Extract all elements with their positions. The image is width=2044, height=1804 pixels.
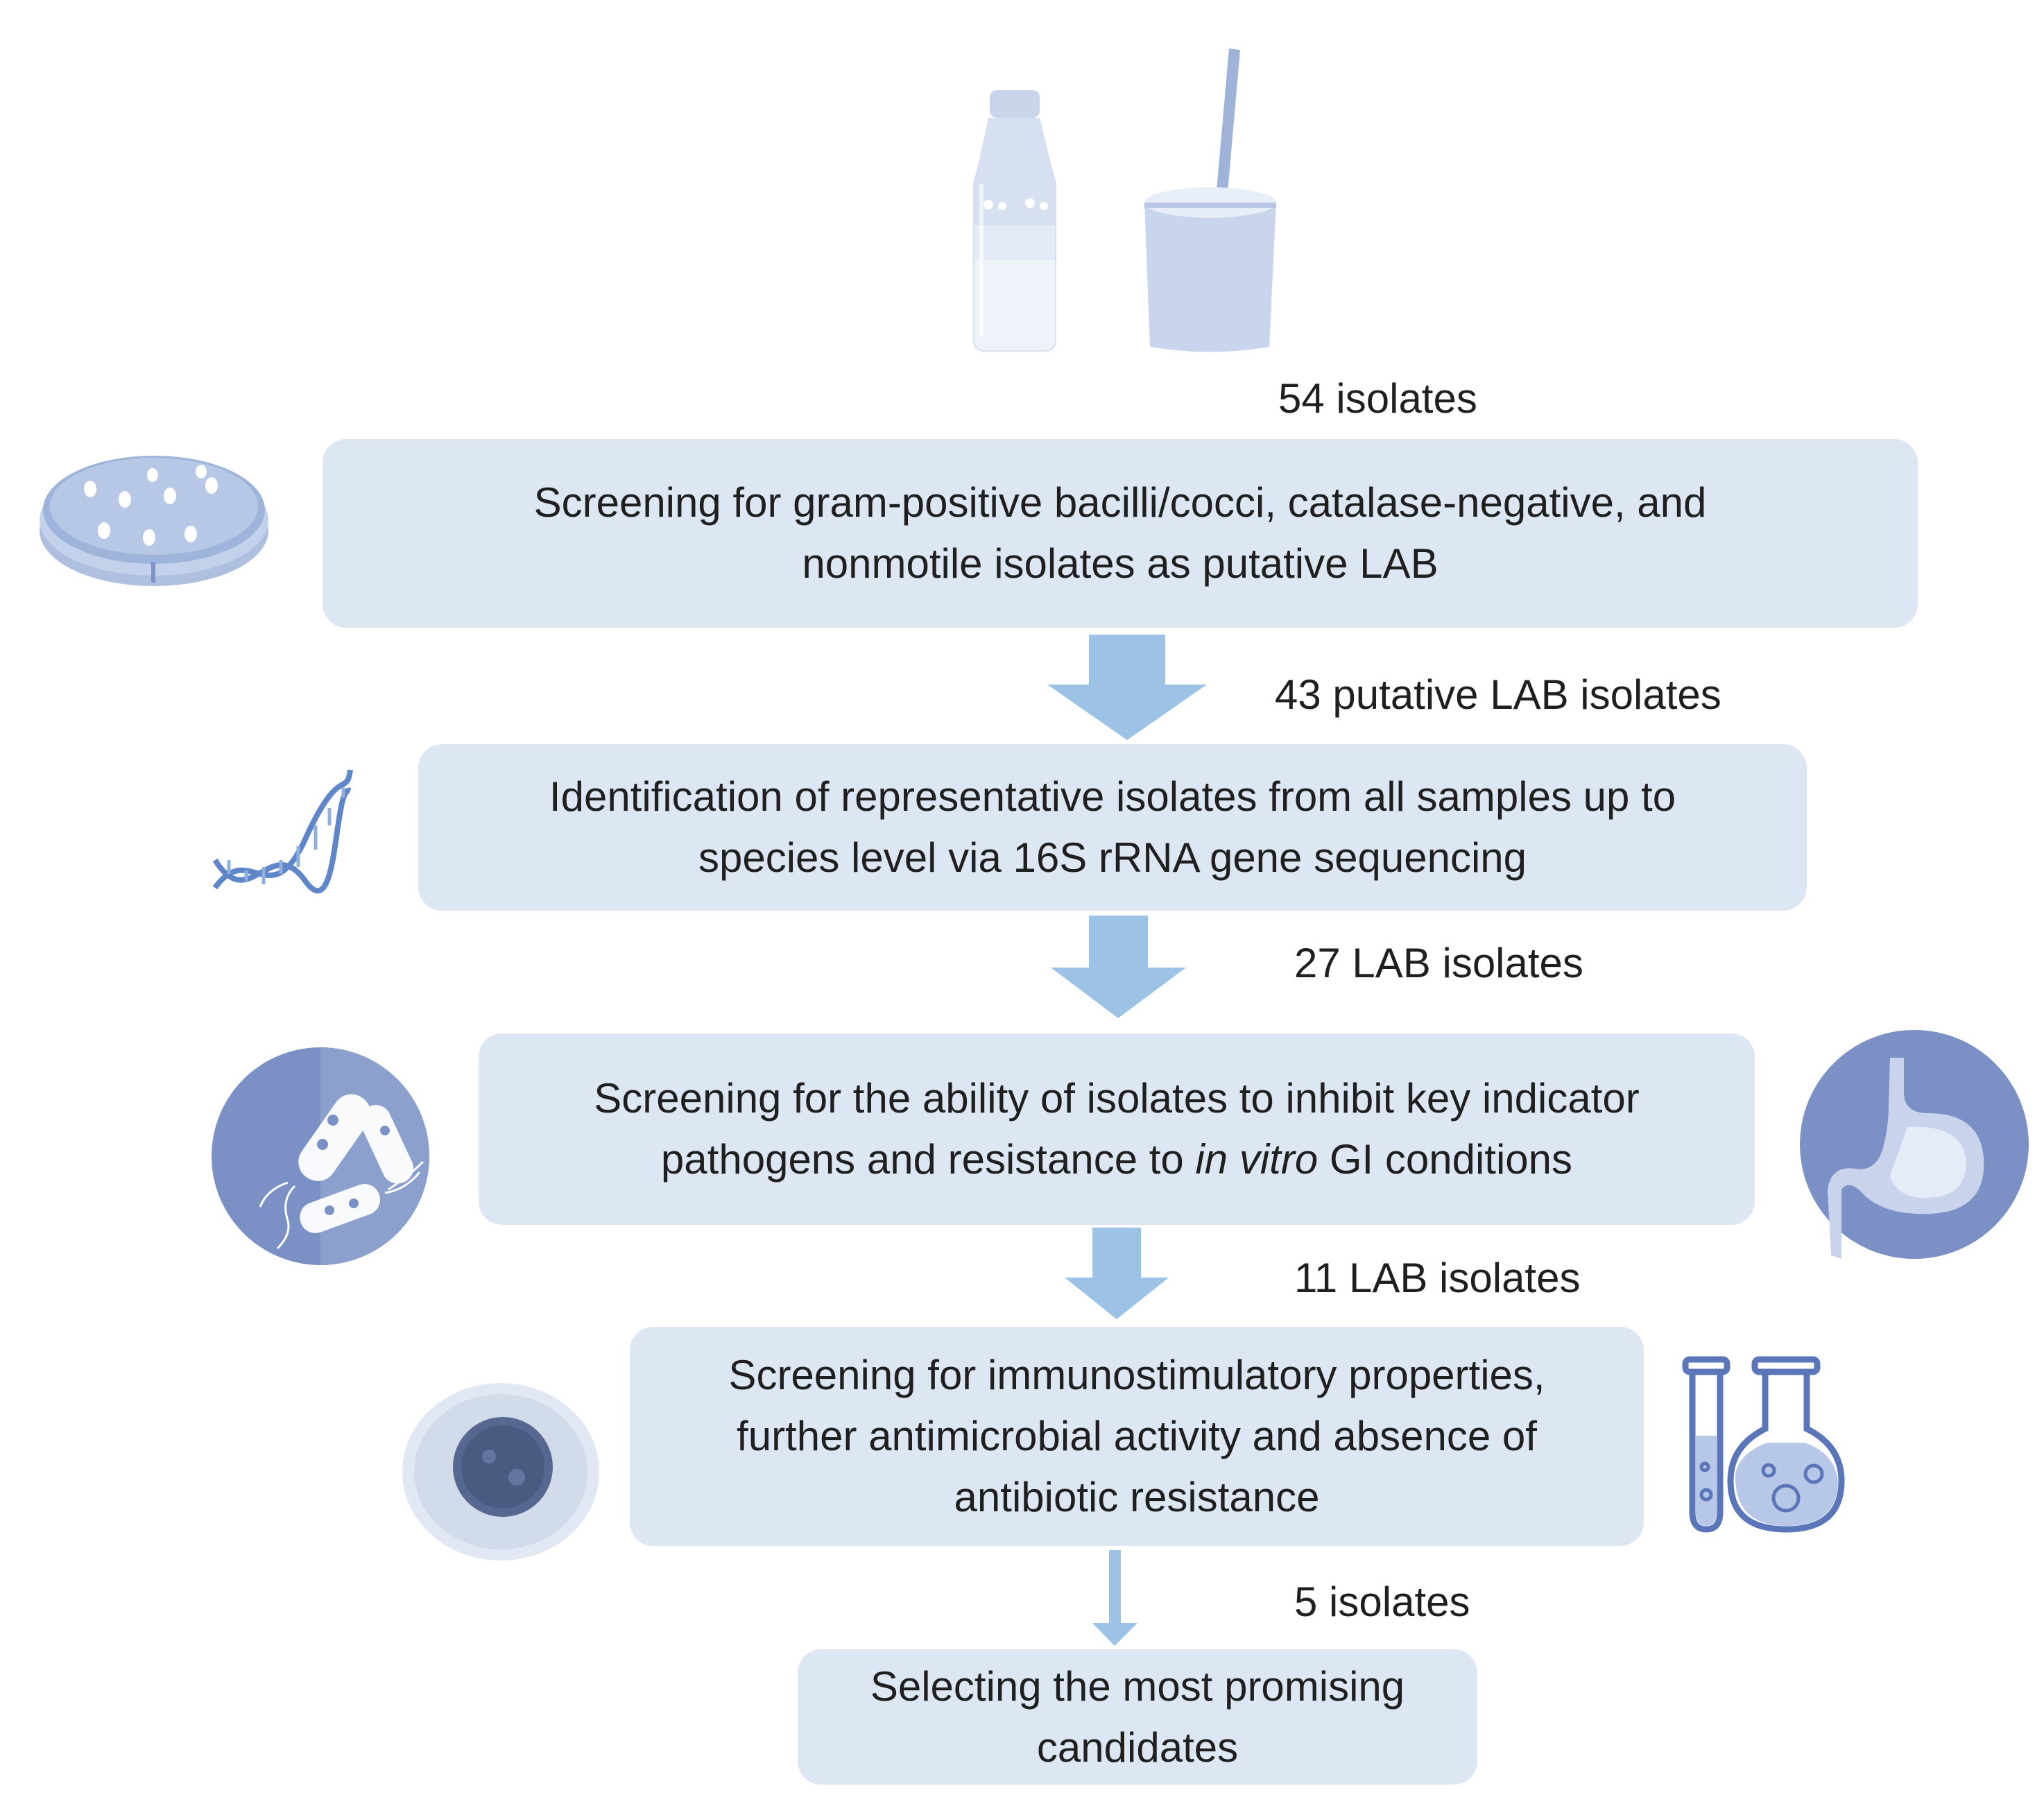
arrow-down-4	[1092, 1550, 1137, 1646]
step-4-line-1: Screening for immunostimulatory properti…	[728, 1352, 1545, 1398]
step-box-2: Identification of representative isolate…	[418, 744, 1807, 911]
count-label-5: 5 isolates	[1294, 1579, 1470, 1625]
step-3-line-2: pathogens and resistance to in vitro GI …	[594, 1129, 1639, 1190]
step-2-line-2: species level via 16S rRNA gene sequenci…	[698, 834, 1527, 881]
step-1-line-2: nonmotile isolates as putative LAB	[802, 540, 1438, 587]
step-4-line-2: further antimicrobial activity and absen…	[737, 1413, 1537, 1459]
step-5-line-1: Selecting the most promising	[870, 1663, 1405, 1710]
count-label-4: 11 LAB isolates	[1294, 1255, 1581, 1301]
step-box-1: Screening for gram-positive bacilli/cocc…	[323, 439, 1918, 628]
stomach-icon	[1800, 1030, 2029, 1259]
step-3-line-2-em: in vitro	[1195, 1136, 1319, 1183]
step-box-5: Selecting the most promising candidates	[798, 1649, 1477, 1785]
arrow-down-1	[1047, 635, 1207, 740]
milk-bottle-icon	[973, 90, 1056, 352]
step-5-line-2: candidates	[1036, 1724, 1239, 1771]
step-3-line-1: Screening for the ability of isolates to…	[594, 1075, 1640, 1122]
count-label-2: 43 putative LAB isolates	[1275, 671, 1721, 718]
dna-icon	[212, 769, 353, 893]
arrow-down-2	[1051, 916, 1186, 1018]
count-label-3: 27 LAB isolates	[1294, 940, 1583, 986]
step-3-line-2-post: GI conditions	[1318, 1136, 1573, 1183]
step-4-line-3: antibiotic resistance	[954, 1474, 1320, 1520]
count-label-1: 54 isolates	[1278, 375, 1477, 422]
cell-icon	[402, 1383, 599, 1561]
step-3-line-2-pre: pathogens and resistance to	[660, 1136, 1196, 1183]
bacteria-icon	[212, 1047, 429, 1265]
step-1-line-1: Screening for gram-positive bacilli/cocc…	[533, 479, 1707, 526]
step-box-3: Screening for the ability of isolates to…	[479, 1033, 1755, 1225]
arrow-down-3	[1065, 1228, 1169, 1319]
yogurt-cup-icon	[1144, 49, 1276, 352]
step-box-4: Screening for immunostimulatory properti…	[630, 1327, 1644, 1546]
step-2-line-1: Identification of representative isolate…	[549, 773, 1676, 820]
lab-glassware-icon	[1682, 1356, 1845, 1533]
petri-dish-icon	[40, 456, 268, 586]
